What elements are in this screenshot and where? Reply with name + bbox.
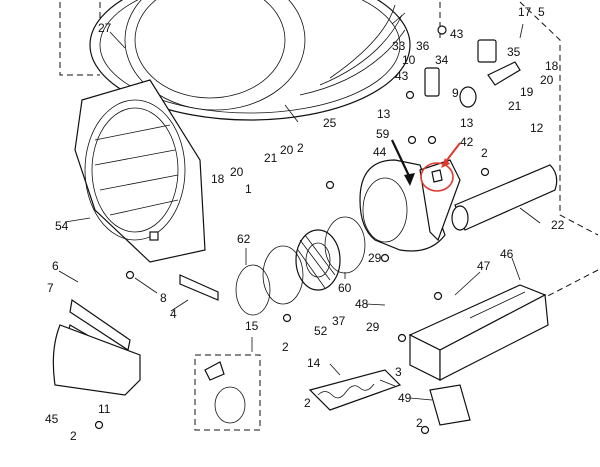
callout-52: 52 [314,324,328,338]
part-45 [52,324,141,396]
callout-20-left: 20 [230,165,244,179]
callout-29-mid: 29 [368,251,382,265]
callout-2-right: 2 [481,146,488,160]
callout-5: 5 [538,5,545,19]
callout-2-bottom-right: 2 [416,416,423,430]
leader-lines [58,12,541,401]
bracket-49 [429,384,471,426]
callout-34: 34 [435,53,449,67]
callout-62: 62 [237,232,251,246]
heater-housing [408,284,549,381]
callout-42: 42 [460,135,474,149]
callout-43-mid: 43 [395,69,409,83]
callout-13-left: 13 [377,107,391,121]
screws [94,90,490,435]
callout-13-right: 13 [460,116,474,130]
part-33 [437,25,447,35]
callout-4: 4 [170,307,177,321]
callout-2-mid: 2 [282,340,289,354]
callout-22: 22 [551,218,565,232]
callout-19: 19 [520,85,534,99]
callout-48: 48 [355,297,369,311]
red-highlight [420,142,461,192]
part-35 [477,39,497,63]
drum [89,0,411,121]
ring-62 [235,264,271,316]
part-4 [179,274,219,301]
callout-1: 1 [245,182,252,196]
callout-6: 6 [52,259,59,273]
callout-35: 35 [507,45,521,59]
callout-25: 25 [323,116,337,130]
kit-15-box [194,354,261,431]
callout-3: 3 [395,365,402,379]
callout-10: 10 [402,53,416,67]
callout-21-top: 21 [508,99,522,113]
ring-52 [262,245,304,305]
callout-33: 33 [392,39,406,53]
callout-18-top: 18 [545,59,559,73]
callout-17: 17 [518,5,532,19]
top-right-small-parts [424,25,521,108]
callout-7: 7 [47,281,54,295]
callout-37: 37 [332,314,346,328]
callout-2-bottom-left: 2 [70,429,77,443]
callout-15: 15 [245,319,259,333]
callout-29-low: 29 [366,320,380,334]
callout-43-top: 43 [450,27,464,41]
callout-11: 11 [98,402,111,416]
highlighted-part-42 [431,169,443,183]
callout-14: 14 [307,356,321,370]
part-10 [424,67,440,97]
highlight-arrowhead [441,158,450,168]
blower-wheel [295,229,341,291]
callout-2-upper: 2 [297,141,304,155]
callout-60: 60 [338,281,352,295]
callout-12: 12 [530,121,544,135]
callout-44: 44 [373,145,387,159]
callout-labels: 17 5 27 33 36 43 35 10 34 18 43 20 19 21… [45,5,565,443]
callout-46: 46 [500,247,514,261]
callout-20-mid: 20 [280,143,294,157]
callout-54: 54 [55,219,69,233]
part-19 [487,61,521,86]
callout-21-mid: 21 [264,151,278,165]
front-bulkhead [74,79,206,263]
part-21 [459,86,477,108]
callout-45: 45 [45,412,59,426]
callout-8: 8 [160,291,167,305]
exhaust-duct [451,164,558,231]
callout-9: 9 [452,86,459,100]
callout-27: 27 [98,21,112,35]
callout-36: 36 [416,39,430,53]
callout-47: 47 [477,259,491,273]
callout-20-top: 20 [540,73,554,87]
highlight-circle [420,162,454,192]
left-side-hardware [52,274,219,396]
callout-18-left: 18 [211,172,225,186]
blower-housing [359,159,461,252]
callout-49: 49 [398,391,412,405]
heater-element [308,369,402,411]
black-pointer-arrow [391,139,415,186]
callout-2-bottom-mid: 2 [304,396,311,410]
callout-59: 59 [376,127,390,141]
